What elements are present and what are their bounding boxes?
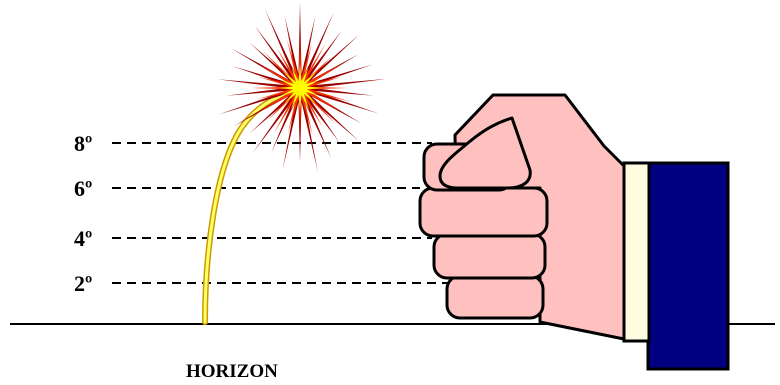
horizon-label: HORIZON — [186, 361, 278, 382]
degree-label-6: 6º — [74, 176, 92, 201]
degree-label-4: 4º — [74, 226, 92, 251]
sleeve — [648, 163, 728, 369]
firework-burst-icon — [218, 2, 386, 172]
shirt-cuff — [624, 163, 649, 341]
degree-label-8: 8º — [74, 131, 92, 156]
degree-lines — [112, 143, 450, 283]
degree-label-2: 2º — [74, 271, 92, 296]
fist-icon — [420, 95, 624, 339]
